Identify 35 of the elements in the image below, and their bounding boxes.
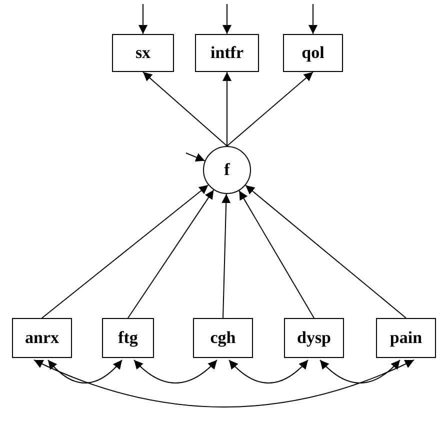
variable-label: cgh — [210, 328, 236, 348]
observed-variable-box — [112, 34, 174, 72]
observed-variable-box — [284, 318, 344, 358]
arrow — [308, 4, 318, 34]
variable-label: ftg — [118, 328, 138, 348]
observed-variable-box — [102, 318, 154, 358]
observed-variable-box — [195, 34, 259, 72]
covariance-arrow — [228, 360, 308, 384]
arrow — [128, 189, 214, 318]
variable-label: dysp — [296, 328, 332, 348]
arrow — [138, 4, 148, 34]
observed-variable-box — [193, 318, 253, 358]
covariance-arrow — [320, 360, 400, 384]
variable-label: pain — [390, 328, 422, 348]
arrow — [238, 190, 314, 318]
arrow — [142, 72, 228, 146]
arrow — [222, 194, 231, 318]
variable-label: f — [224, 160, 230, 180]
variable-label: sx — [135, 43, 151, 63]
observed-variable-box — [12, 318, 72, 358]
variable-label: anrx — [25, 328, 59, 348]
covariance-arrow — [48, 360, 122, 384]
covariance-arrow — [134, 360, 218, 384]
arrow — [245, 184, 406, 318]
arrow — [222, 72, 232, 146]
arrow — [222, 4, 232, 34]
observed-variable-box — [376, 318, 436, 358]
arrow — [42, 184, 209, 318]
arrow — [186, 152, 206, 162]
variable-label: qol — [302, 43, 324, 63]
latent-variable-circle — [203, 146, 251, 194]
arrow — [226, 72, 314, 146]
observed-variable-box — [283, 34, 343, 72]
covariance-arrow — [34, 360, 414, 408]
variable-label: intfr — [210, 43, 244, 63]
